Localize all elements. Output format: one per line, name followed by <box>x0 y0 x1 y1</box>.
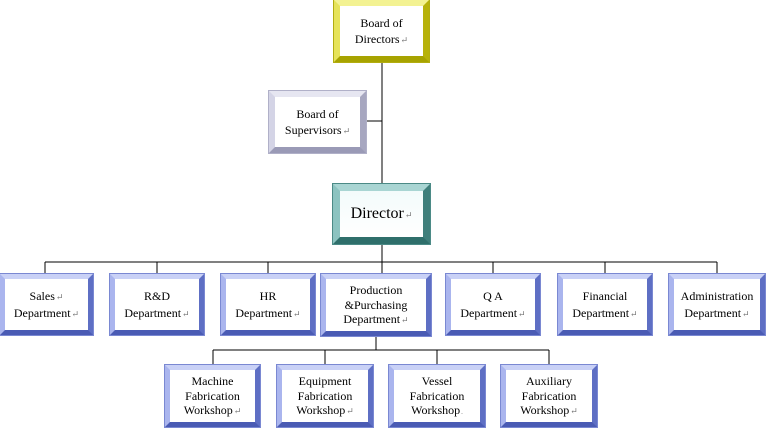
paragraph-mark: ↵ <box>342 126 351 136</box>
board-of-supervisors-line2: Supervisors <box>284 123 342 137</box>
paragraph-mark: ↵ <box>55 292 64 303</box>
department-rnd: R&D Department↵ <box>110 274 204 335</box>
paragraph-mark: ↵ <box>518 308 526 319</box>
workshop-label-line3: Workshop <box>183 403 233 418</box>
workshop-label-line1: Machine <box>191 374 234 389</box>
director-box: Director↵ <box>333 184 430 244</box>
department-label-line2: Department <box>13 305 71 320</box>
workshop-label-line2: Fabrication <box>185 388 240 403</box>
workshop-label-line1: Auxiliary <box>526 374 572 389</box>
paragraph-mark: ↵ <box>401 315 409 326</box>
workshop-label-line3: Workshop <box>520 403 570 418</box>
workshop-auxiliary-fabrication: Auxiliary Fabrication Workshop↵ <box>501 365 597 427</box>
board-of-directors-box: Board of Directors↵ <box>334 0 429 62</box>
workshop-label-line2: Fabrication <box>297 388 353 403</box>
department-label-line1: Sales <box>29 289 55 304</box>
workshop-equipment-fabrication: Equipment Fabrication Workshop↵ <box>277 365 373 427</box>
board-of-supervisors-line1: Board of <box>296 106 339 121</box>
board-of-directors-line1: Board of <box>360 15 403 30</box>
paragraph-mark: ↵ <box>630 308 638 319</box>
board-of-directors-line2: Directors <box>354 32 400 46</box>
workshop-label-line1: Vessel <box>421 374 453 389</box>
department-label-line1: Administration <box>680 289 754 304</box>
department-label-line1: R&D <box>143 289 170 304</box>
paragraph-mark: ↵ <box>742 308 750 319</box>
department-administration: Administration Department↵ <box>669 274 765 335</box>
director-label: Director <box>350 205 404 223</box>
department-label-line1: Production <box>349 283 403 298</box>
department-label-line1: Financial <box>582 289 628 304</box>
department-sales: Sales↵ Department↵ <box>0 274 93 335</box>
paragraph-mark: ↵ <box>182 308 190 319</box>
department-hr: HR Department↵ <box>221 274 315 335</box>
paragraph-mark: ↵ <box>293 308 301 319</box>
department-label-line2: Department <box>684 305 742 320</box>
department-financial: Financial Department↵ <box>558 274 652 335</box>
department-label-line1: Q A <box>483 289 503 304</box>
paragraph-mark: ↵ <box>71 308 80 319</box>
department-label-line1: HR <box>259 289 277 304</box>
workshop-label-line3: Workshop <box>296 403 346 418</box>
paragraph-mark: ↵ <box>233 406 242 417</box>
paragraph-mark: ↵ <box>400 35 409 45</box>
workshop-label-line1: Equipment <box>298 374 352 389</box>
board-of-supervisors-box: Board of Supervisors↵ <box>269 91 366 153</box>
paragraph-mark: ↵ <box>404 210 413 221</box>
department-production-purchasing: Production &Purchasing Department↵ <box>321 274 431 336</box>
workshop-machine-fabrication: Machine Fabrication Workshop↵ <box>165 365 260 427</box>
department-label-line3: Department <box>343 312 401 327</box>
paragraph-mark: . <box>461 408 463 417</box>
department-label-line2: Department <box>124 305 182 320</box>
paragraph-mark: ↵ <box>346 406 354 417</box>
workshop-label-line3: Workshop <box>411 403 461 418</box>
department-label-line2: Department <box>460 305 518 320</box>
department-label-line2: Department <box>572 305 630 320</box>
department-qa: Q A Department↵ <box>446 274 540 335</box>
department-label-line2: Department <box>235 305 293 320</box>
paragraph-mark: ↵ <box>570 406 578 417</box>
department-label-line2: &Purchasing <box>344 297 408 312</box>
workshop-vessel-fabrication: Vessel Fabrication Workshop. <box>389 365 485 427</box>
workshop-label-line2: Fabrication <box>409 388 465 403</box>
workshop-label-line2: Fabrication <box>521 388 577 403</box>
